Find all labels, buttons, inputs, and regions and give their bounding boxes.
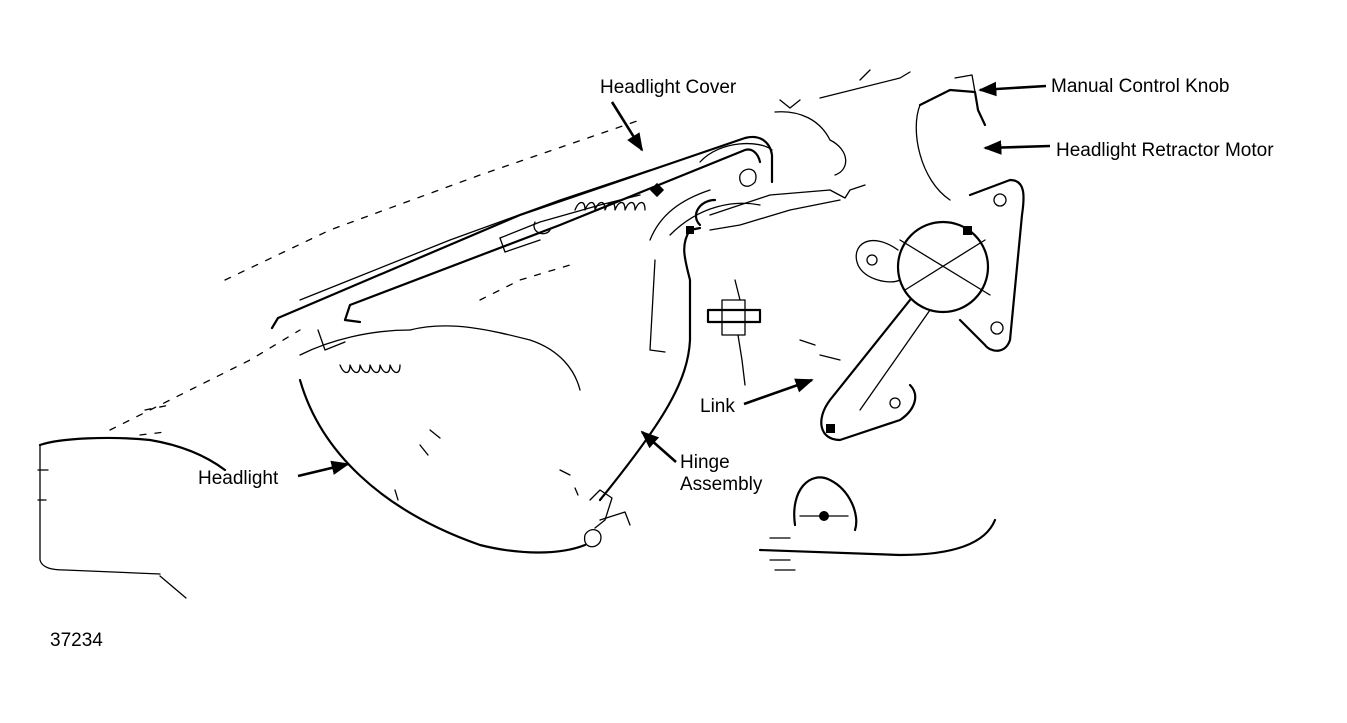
headlight-shape: [298, 264, 587, 554]
label-hinge-line1: Hinge: [680, 452, 730, 473]
label-hinge-line2: Assembly: [680, 474, 763, 495]
headlight-cover-shape: [224, 69, 911, 330]
label-headlight-cover: Headlight Cover: [600, 77, 737, 98]
label-retractor-motor: Headlight Retractor Motor: [1056, 140, 1274, 161]
label-link: Link: [700, 396, 735, 417]
label-manual-control-knob: Manual Control Knob: [1051, 76, 1230, 97]
leader-arrows: [297, 81, 1051, 478]
body-outline: [37, 329, 301, 599]
retractor-motor-shape: [758, 74, 1025, 571]
figure-number: 37234: [50, 630, 103, 651]
label-headlight: Headlight: [198, 468, 279, 489]
